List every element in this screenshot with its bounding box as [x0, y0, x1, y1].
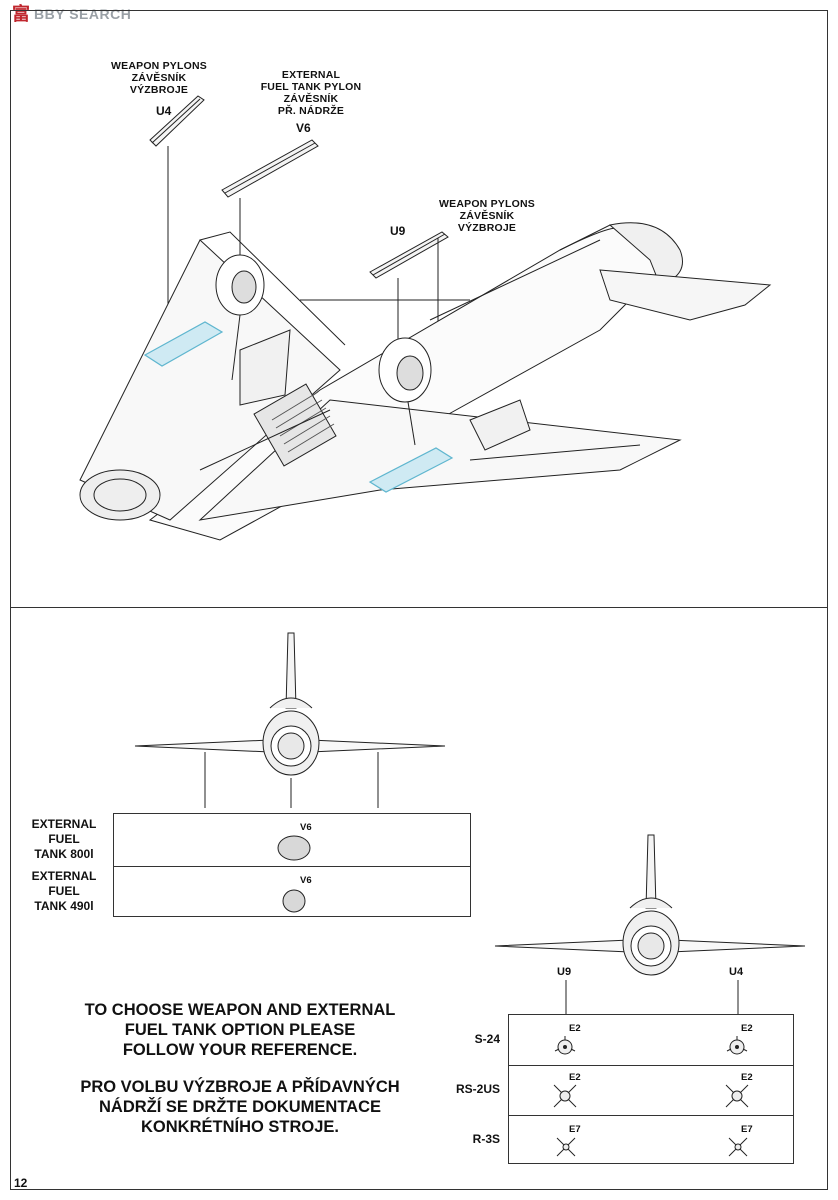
pylon-v6-line1: EXTERNAL: [281, 69, 341, 81]
weapon-row-rs2us: E2 E2: [509, 1065, 793, 1115]
section-divider: [10, 607, 828, 608]
rs2us-right-ref: E2: [741, 1072, 753, 1083]
note-en-line2: FUEL TANK OPTION PLEASE: [124, 1021, 356, 1039]
fuel-tank-490-icon: [282, 889, 306, 913]
instruction-note-en: TO CHOOSE WEAPON AND EXTERNAL FUEL TANK …: [40, 1000, 440, 1060]
note-en-line1: TO CHOOSE WEAPON AND EXTERNAL: [84, 1001, 396, 1019]
fuel-490-line3: TANK 490l: [34, 899, 94, 913]
weapon-rs2us-label: RS-2US: [455, 1082, 500, 1096]
fuel-800-line1: EXTERNAL: [31, 817, 97, 831]
weapon-row-r3s: E7 E7: [509, 1115, 793, 1165]
page-frame: [10, 10, 828, 1190]
front-view-aircraft-weapons: [494, 834, 806, 1015]
pylon-v6-line2: FUEL TANK PYLON: [260, 81, 362, 93]
pylon-v6-line3: ZÁVĚSNÍK: [283, 93, 339, 105]
pylon-u4-line2: ZÁVĚSNÍK: [131, 72, 187, 84]
s24-right-ref: E2: [741, 1023, 753, 1034]
weapon-row-s24: E2 E2: [509, 1015, 793, 1065]
s24-right-icon: [726, 1036, 748, 1055]
page-number: 12: [14, 1176, 28, 1190]
pylon-v6-label: EXTERNAL FUEL TANK PYLON ZÁVĚSNÍK PŘ. NÁ…: [252, 69, 370, 117]
s24-left-ref: E2: [569, 1023, 581, 1034]
pylon-u9-line3: VÝZBROJE: [457, 222, 517, 234]
fuel-800-ref: V6: [300, 822, 312, 833]
fuel-800-line2: FUEL: [48, 832, 80, 846]
pylon-v6-code: V6: [296, 121, 311, 135]
weapon-option-table: E2 E2 E2 E2 E7 E7: [508, 1014, 794, 1164]
s24-left-icon: [554, 1036, 576, 1055]
note-en-line3: FOLLOW YOUR REFERENCE.: [122, 1041, 358, 1059]
fuel-800-line3: TANK 800l: [34, 847, 94, 861]
pylon-u4-line3: VÝZBROJE: [129, 84, 189, 96]
note-cz-line3: KONKRÉTNÍHO STROJE.: [140, 1118, 340, 1136]
pylon-v6-line4: PŘ. NÁDRŽE: [277, 105, 345, 117]
weapon-s24-label: S-24: [474, 1032, 500, 1046]
rs2us-left-icon: [553, 1084, 577, 1108]
instruction-note-cz: PRO VOLBU VÝZBROJE A PŘÍDAVNÝCH NÁDRŽÍ S…: [40, 1077, 440, 1137]
fuel-490-label: EXTERNAL FUEL TANK 490l: [18, 869, 110, 914]
weapon-right-pylon: U4: [729, 966, 744, 978]
fuel-row-490: V6: [114, 866, 470, 918]
fuel-tank-800-icon: [277, 835, 311, 861]
rs2us-right-icon: [725, 1084, 749, 1108]
note-cz-line2: NÁDRŽÍ SE DRŽTE DOKUMENTACE: [98, 1098, 382, 1116]
fuel-490-line2: FUEL: [48, 884, 80, 898]
front-view-aircraft-fuel: [134, 632, 446, 808]
fuel-490-ref: V6: [300, 875, 312, 886]
r3s-right-icon: [728, 1137, 748, 1157]
aircraft-underside-illustration: [79, 95, 772, 541]
weapon-left-pylon: U9: [557, 966, 572, 978]
r3s-left-icon: [556, 1137, 576, 1157]
fuel-490-line1: EXTERNAL: [31, 869, 97, 883]
pylon-u4-code: U4: [156, 104, 172, 118]
fuel-option-table: V6 V6: [113, 813, 471, 917]
pylon-u9-line2: ZÁVĚSNÍK: [459, 210, 515, 222]
pylon-u4-label: WEAPON PYLONS ZÁVĚSNÍK VÝZBROJE: [104, 60, 214, 96]
pylon-u9-line1: WEAPON PYLONS: [439, 198, 535, 210]
weapon-r3s-label: R-3S: [472, 1132, 500, 1146]
r3s-right-ref: E7: [741, 1124, 753, 1135]
fuel-800-label: EXTERNAL FUEL TANK 800l: [18, 817, 110, 862]
pylon-u4-line1: WEAPON PYLONS: [111, 60, 207, 72]
fuel-row-800: V6: [114, 814, 470, 866]
note-cz-line1: PRO VOLBU VÝZBROJE A PŘÍDAVNÝCH: [80, 1078, 400, 1096]
rs2us-left-ref: E2: [569, 1072, 581, 1083]
pylon-u9-code: U9: [390, 224, 406, 238]
r3s-left-ref: E7: [569, 1124, 581, 1135]
pylon-u9-label: WEAPON PYLONS ZÁVĚSNÍK VÝZBROJE: [432, 198, 542, 234]
